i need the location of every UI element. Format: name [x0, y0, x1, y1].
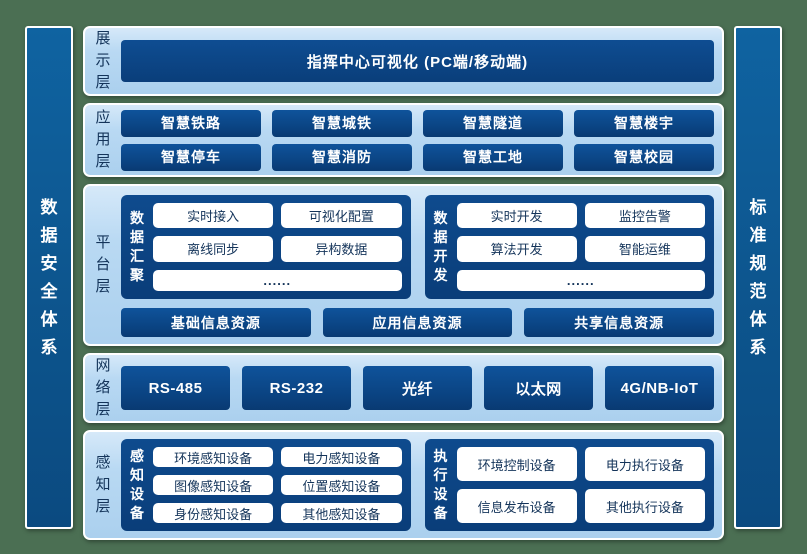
data-development-label-col: 数据开发: [425, 203, 457, 291]
layer-display-body: 指挥中心可视化 (PC端/移动端): [121, 28, 714, 94]
network-item: 4G/NB-IoT: [605, 366, 714, 410]
layer-application-body: 智慧铁路 智慧城铁 智慧隧道 智慧楼宇 智慧停车 智慧消防 智慧工地 智慧校园: [121, 105, 714, 175]
capability-pill: 可视化配置: [281, 203, 402, 229]
sensing-devices-label-col: 感知设备: [121, 447, 153, 523]
layer-platform-body: 数据汇聚 实时接入 可视化配置 离线同步 异构数据 ...... 数据开发: [121, 186, 715, 344]
layer-platform-label-col: 平台层: [85, 186, 121, 344]
device-pill: 电力执行设备: [584, 447, 705, 481]
resource-box: 应用信息资源: [322, 308, 513, 337]
layer-perception-body: 感知设备 环境感知设备 电力感知设备 图像感知设备 位置感知设备 身份感知设备 …: [121, 432, 714, 538]
device-pill: 图像感知设备: [153, 475, 274, 495]
platform-groups: 数据汇聚 实时接入 可视化配置 离线同步 异构数据 ...... 数据开发: [121, 195, 714, 299]
layer-network-label: 网络层: [95, 357, 111, 418]
capability-pill: 智能运维: [584, 236, 705, 262]
layer-stack: 展示层 指挥中心可视化 (PC端/移动端) 应用层 智慧铁路 智慧城铁 智慧隧道…: [83, 26, 724, 540]
data-security-label: 数据安全体系: [40, 197, 58, 357]
data-development-pills: 实时开发 监控告警 算法开发 智能运维 ......: [456, 203, 705, 291]
device-pill: 电力感知设备: [281, 447, 402, 467]
capability-pill: 监控告警: [584, 203, 705, 229]
application-item: 智慧校园: [574, 143, 714, 171]
device-pill: 位置感知设备: [281, 475, 402, 495]
network-item: 以太网: [484, 366, 593, 410]
standards-sidebar: 标准规范体系: [734, 26, 782, 529]
capability-pill: 实时接入: [153, 203, 274, 229]
command-center-banner: 指挥中心可视化 (PC端/移动端): [121, 40, 714, 82]
execution-devices-label: 执行设备: [433, 448, 448, 521]
execution-devices-label-col: 执行设备: [425, 447, 457, 523]
standards-label: 标准规范体系: [749, 197, 767, 357]
execution-devices-group: 执行设备 环境控制设备 电力执行设备 信息发布设备 其他执行设备: [424, 439, 714, 531]
resource-box: 基础信息资源: [121, 308, 311, 337]
layer-network-label-col: 网络层: [85, 355, 121, 421]
network-item: 光纤: [363, 366, 472, 410]
layer-network-body: RS-485 RS-232 光纤 以太网 4G/NB-IoT: [121, 355, 714, 421]
layer-platform: 平台层 数据汇聚 实时接入 可视化配置 离线同步 异构数据 ......: [83, 184, 724, 346]
capability-pill: 离线同步: [153, 236, 274, 262]
execution-devices-pills: 环境控制设备 电力执行设备 信息发布设备 其他执行设备: [456, 447, 705, 523]
layer-application: 应用层 智慧铁路 智慧城铁 智慧隧道 智慧楼宇 智慧停车 智慧消防 智慧工地 智…: [83, 103, 724, 177]
layer-application-label: 应用层: [95, 109, 111, 170]
ellipsis-pill: ......: [153, 269, 402, 291]
capability-pill: 实时开发: [456, 203, 577, 229]
application-item: 智慧楼宇: [574, 109, 714, 137]
data-aggregation-group: 数据汇聚 实时接入 可视化配置 离线同步 异构数据 ......: [121, 195, 411, 299]
application-item: 智慧铁路: [121, 109, 261, 137]
layer-display: 展示层 指挥中心可视化 (PC端/移动端): [83, 26, 724, 96]
layer-display-label-col: 展示层: [85, 28, 121, 94]
data-aggregation-label-col: 数据汇聚: [121, 203, 153, 291]
network-item: RS-485: [121, 366, 230, 410]
device-pill: 其他执行设备: [584, 489, 705, 523]
layer-perception: 感知层 感知设备 环境感知设备 电力感知设备 图像感知设备 位置感知设备 身份感…: [83, 430, 724, 540]
sensing-devices-label: 感知设备: [130, 448, 144, 521]
resource-box: 共享信息资源: [524, 308, 715, 337]
sensing-devices-group: 感知设备 环境感知设备 电力感知设备 图像感知设备 位置感知设备 身份感知设备 …: [121, 439, 411, 531]
layer-perception-label: 感知层: [95, 454, 111, 515]
data-aggregation-label: 数据汇聚: [130, 210, 144, 283]
data-aggregation-pills: 实时接入 可视化配置 离线同步 异构数据 ......: [153, 203, 402, 291]
application-item: 智慧停车: [121, 143, 261, 171]
application-item: 智慧工地: [423, 143, 563, 171]
data-development-label: 数据开发: [433, 210, 448, 283]
capability-pill: 算法开发: [456, 236, 577, 262]
sensing-devices-pills: 环境感知设备 电力感知设备 图像感知设备 位置感知设备 身份感知设备 其他感知设…: [153, 447, 402, 523]
ellipsis-pill: ......: [456, 269, 705, 291]
device-pill: 环境感知设备: [153, 447, 274, 467]
device-pill: 信息发布设备: [456, 489, 577, 523]
layer-application-label-col: 应用层: [85, 105, 121, 175]
capability-pill: 异构数据: [281, 236, 402, 262]
layer-network: 网络层 RS-485 RS-232 光纤 以太网 4G/NB-IoT: [83, 353, 724, 423]
device-pill: 环境控制设备: [456, 447, 577, 481]
device-pill: 其他感知设备: [281, 503, 402, 523]
device-pill: 身份感知设备: [153, 503, 274, 523]
layer-perception-label-col: 感知层: [85, 432, 121, 538]
application-item: 智慧城铁: [272, 109, 412, 137]
layer-display-label: 展示层: [95, 30, 111, 91]
application-item: 智慧隧道: [423, 109, 563, 137]
resource-row: 基础信息资源 应用信息资源 共享信息资源: [121, 308, 715, 337]
layer-platform-label: 平台层: [95, 234, 111, 295]
network-item: RS-232: [242, 366, 351, 410]
data-security-sidebar: 数据安全体系: [25, 26, 73, 529]
data-development-group: 数据开发 实时开发 监控告警 算法开发 智能运维 ......: [424, 195, 714, 299]
application-item: 智慧消防: [272, 143, 412, 171]
architecture-diagram: 数据安全体系 展示层 指挥中心可视化 (PC端/移动端) 应用层 智慧铁路 智慧…: [25, 26, 782, 540]
